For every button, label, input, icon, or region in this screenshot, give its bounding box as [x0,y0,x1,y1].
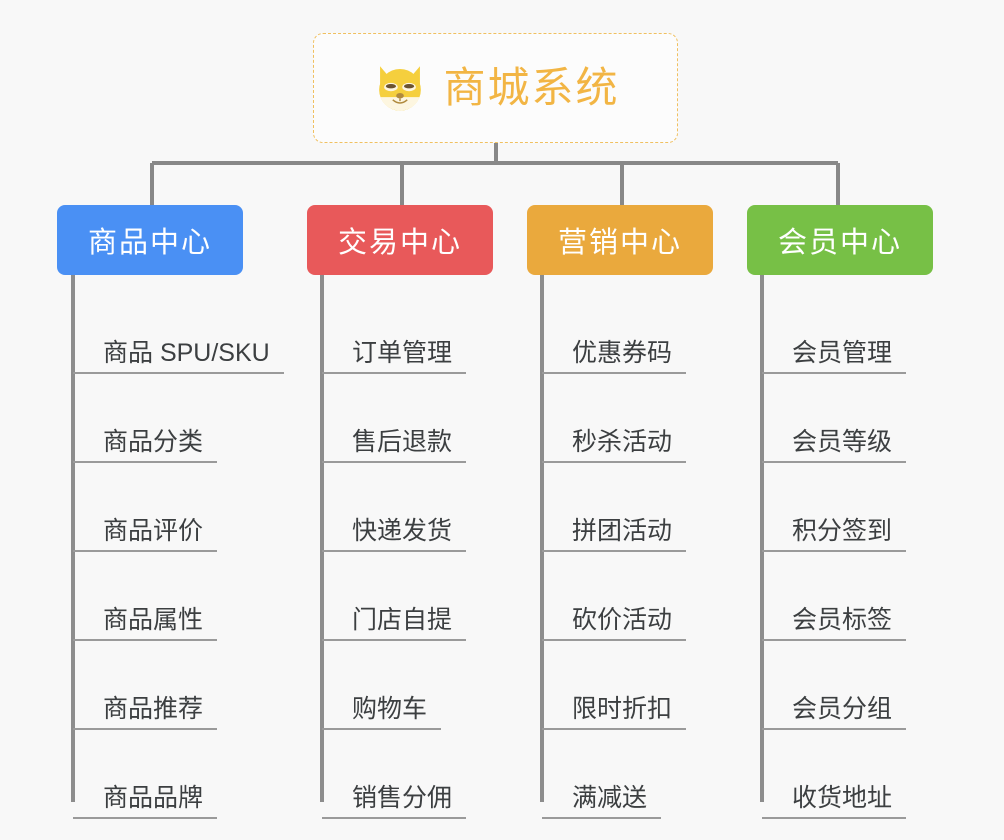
leaf-item[interactable]: 订单管理 [322,285,467,374]
leaf-item-label: 快递发货 [322,518,467,552]
leaf-item-label: 收货地址 [762,785,907,819]
leaf-item-label: 商品属性 [73,607,218,641]
leaf-item[interactable]: 砍价活动 [542,552,687,641]
leaf-item[interactable]: 门店自提 [322,552,467,641]
leaf-item-label: 积分签到 [762,518,907,552]
leaf-item[interactable]: 商品分类 [73,374,284,463]
branch-node-label: 营销中心 [557,227,682,259]
branch-node-label: 会员中心 [777,227,902,259]
leaf-item[interactable]: 限时折扣 [542,641,687,730]
leaf-item-label: 会员标签 [762,607,907,641]
leaf-item[interactable]: 优惠券码 [542,285,687,374]
leaf-item-label: 门店自提 [322,607,467,641]
leaf-item[interactable]: 商品 SPU/SKU [73,285,284,374]
leaf-item-label: 满减送 [542,785,662,819]
leaf-item[interactable]: 会员标签 [762,552,907,641]
leaf-item[interactable]: 满减送 [542,730,686,819]
branch-node-label: 商品中心 [87,227,212,259]
leaf-item[interactable]: 商品评价 [73,463,284,552]
leaf-column-2: 订单管理售后退款快递发货门店自提购物车销售分佣 [322,285,467,819]
leaf-item[interactable]: 会员等级 [762,374,907,463]
leaf-item-label: 售后退款 [322,429,467,463]
branch-node-2[interactable]: 交易中心 [307,205,493,275]
branch-node-label: 交易中心 [337,227,462,259]
leaf-item-label: 商品品牌 [73,785,218,819]
leaf-item-label: 购物车 [322,696,442,730]
leaf-item-label: 订单管理 [322,340,467,374]
leaf-item-label: 拼团活动 [542,518,687,552]
leaf-item-label: 商品推荐 [73,696,218,730]
leaf-item[interactable]: 会员分组 [762,641,907,730]
leaf-item[interactable]: 商品品牌 [73,730,284,819]
leaf-item-label: 销售分佣 [322,785,467,819]
leaf-item-label: 会员分组 [762,696,907,730]
leaf-item[interactable]: 销售分佣 [322,730,467,819]
leaf-item-label: 会员管理 [762,340,907,374]
shiba-dog-face-icon [379,66,422,111]
branch-node-3[interactable]: 营销中心 [527,205,713,275]
leaf-item-label: 会员等级 [762,429,907,463]
leaf-item[interactable]: 商品推荐 [73,641,284,730]
leaf-item[interactable]: 收货地址 [762,730,907,819]
root-title: 商城系统 [443,64,620,111]
leaf-column-4: 会员管理会员等级积分签到会员标签会员分组收货地址 [762,285,907,819]
leaf-item[interactable]: 购物车 [322,641,466,730]
leaf-column-3: 优惠券码秒杀活动拼团活动砍价活动限时折扣满减送 [542,285,687,819]
leaf-column-1: 商品 SPU/SKU 商品分类商品评价商品属性商品推荐商品品牌 [73,285,284,819]
leaf-item-label: 限时折扣 [542,696,687,730]
leaf-item-label: 商品评价 [73,518,218,552]
leaf-item-label: 商品分类 [73,429,218,463]
leaf-item-label: 商品 SPU/SKU [73,340,284,374]
leaf-item-label: 砍价活动 [542,607,687,641]
branch-node-1[interactable]: 商品中心 [57,205,243,275]
leaf-item[interactable]: 快递发货 [322,463,467,552]
leaf-item[interactable]: 积分签到 [762,463,907,552]
leaf-item-label: 优惠券码 [542,340,687,374]
branch-node-4[interactable]: 会员中心 [747,205,933,275]
leaf-item[interactable]: 售后退款 [322,374,467,463]
leaf-item[interactable]: 商品属性 [73,552,284,641]
leaf-item-label: 秒杀活动 [542,429,687,463]
root-node[interactable]: 商城系统 [313,33,678,143]
leaf-item[interactable]: 秒杀活动 [542,374,687,463]
leaf-item[interactable]: 会员管理 [762,285,907,374]
leaf-item[interactable]: 拼团活动 [542,463,687,552]
